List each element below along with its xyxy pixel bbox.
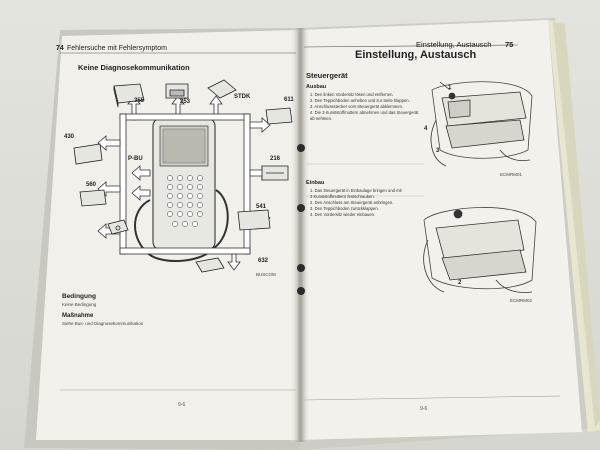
module-connector	[107, 219, 129, 235]
binding-hole	[297, 264, 305, 272]
condition-text: Keine Bedingung	[62, 302, 97, 307]
figure-code-ecmrm01: ECMRM01	[500, 172, 523, 177]
figure-install	[420, 196, 538, 300]
module-253	[165, 83, 189, 99]
figure-code-ecmrm02: ECMRM02	[510, 298, 533, 303]
module-541	[237, 209, 271, 231]
right-subtitle: Steuergerät	[306, 71, 348, 80]
removal-step: 4. Die 3 Kunststoffmuttern abnehmen und …	[310, 110, 419, 115]
install-step: 1. Das Steuergerät in Einbaulage bringen…	[310, 188, 402, 193]
figure-removal	[430, 70, 534, 170]
removal-step: ab nehmen.	[310, 116, 333, 121]
binding-hole	[297, 287, 305, 295]
install-step: 3. Den Teppichboden zurückklappen.	[310, 206, 379, 211]
removal-step: 1. Den linken Vordersitz lösen und entfe…	[310, 92, 394, 97]
install-step: 3 Kunststoffmuttern festschrauben.	[310, 194, 375, 199]
install-step: 4. Den Vordersitz wieder einbauen.	[310, 212, 376, 217]
label-632: 632	[258, 258, 269, 264]
label-p-bu: P-BU	[128, 156, 143, 162]
binding-hole	[297, 144, 305, 152]
module-216	[261, 165, 289, 181]
removal-step: 2. Den Teppichboden anheben und zur Seit…	[310, 98, 410, 103]
label-355: 355	[134, 98, 145, 104]
right-running-header: Einstellung, Austausch	[416, 40, 492, 49]
fig-callout: 1	[448, 85, 452, 91]
fig-callout: 2	[458, 280, 462, 286]
right-footer: 9-6	[420, 406, 428, 412]
label-560: 560	[86, 182, 97, 188]
module-stdk	[207, 79, 237, 99]
install-step: 2. Den Anschluss am Steuergerät anbringe…	[310, 200, 394, 205]
left-page-number: 74	[56, 45, 64, 52]
module-632	[195, 257, 225, 273]
label-stdk: STDK	[234, 94, 251, 100]
fig-callout: 4	[424, 126, 428, 132]
removal-heading: Ausbau	[306, 84, 327, 90]
left-running-header: Fehlersuche mit Fehlersymptom	[67, 45, 167, 52]
module-355	[113, 83, 145, 108]
diagnose-diagram	[73, 79, 293, 273]
measure-heading: Maßnahme	[62, 313, 94, 319]
install-heading: Einbau	[306, 180, 325, 186]
label-541: 541	[256, 204, 267, 210]
figure-code-buscom: BUSCOM	[256, 272, 276, 277]
label-216: 216	[270, 156, 281, 162]
right-page-number: 75	[505, 40, 514, 49]
label-253: 253	[180, 99, 191, 105]
module-560	[79, 189, 107, 207]
left-footer: 9-6	[178, 402, 186, 408]
condition-heading: Bedingung	[62, 293, 96, 300]
module-430	[73, 143, 103, 165]
measure-text: Siehe Bus- und Diagnosekommunikation	[62, 321, 144, 326]
right-main-title: Einstellung, Austausch	[355, 49, 477, 61]
label-430: 430	[64, 134, 75, 140]
left-section-title: Keine Diagnosekommunikation	[78, 63, 190, 72]
fig-callout: 3	[436, 148, 440, 154]
module-611	[265, 107, 293, 125]
label-611: 611	[284, 97, 294, 103]
binding-hole	[297, 204, 305, 212]
removal-step: 3. Anschlussstecker vom Steuergerät abkl…	[310, 104, 404, 109]
